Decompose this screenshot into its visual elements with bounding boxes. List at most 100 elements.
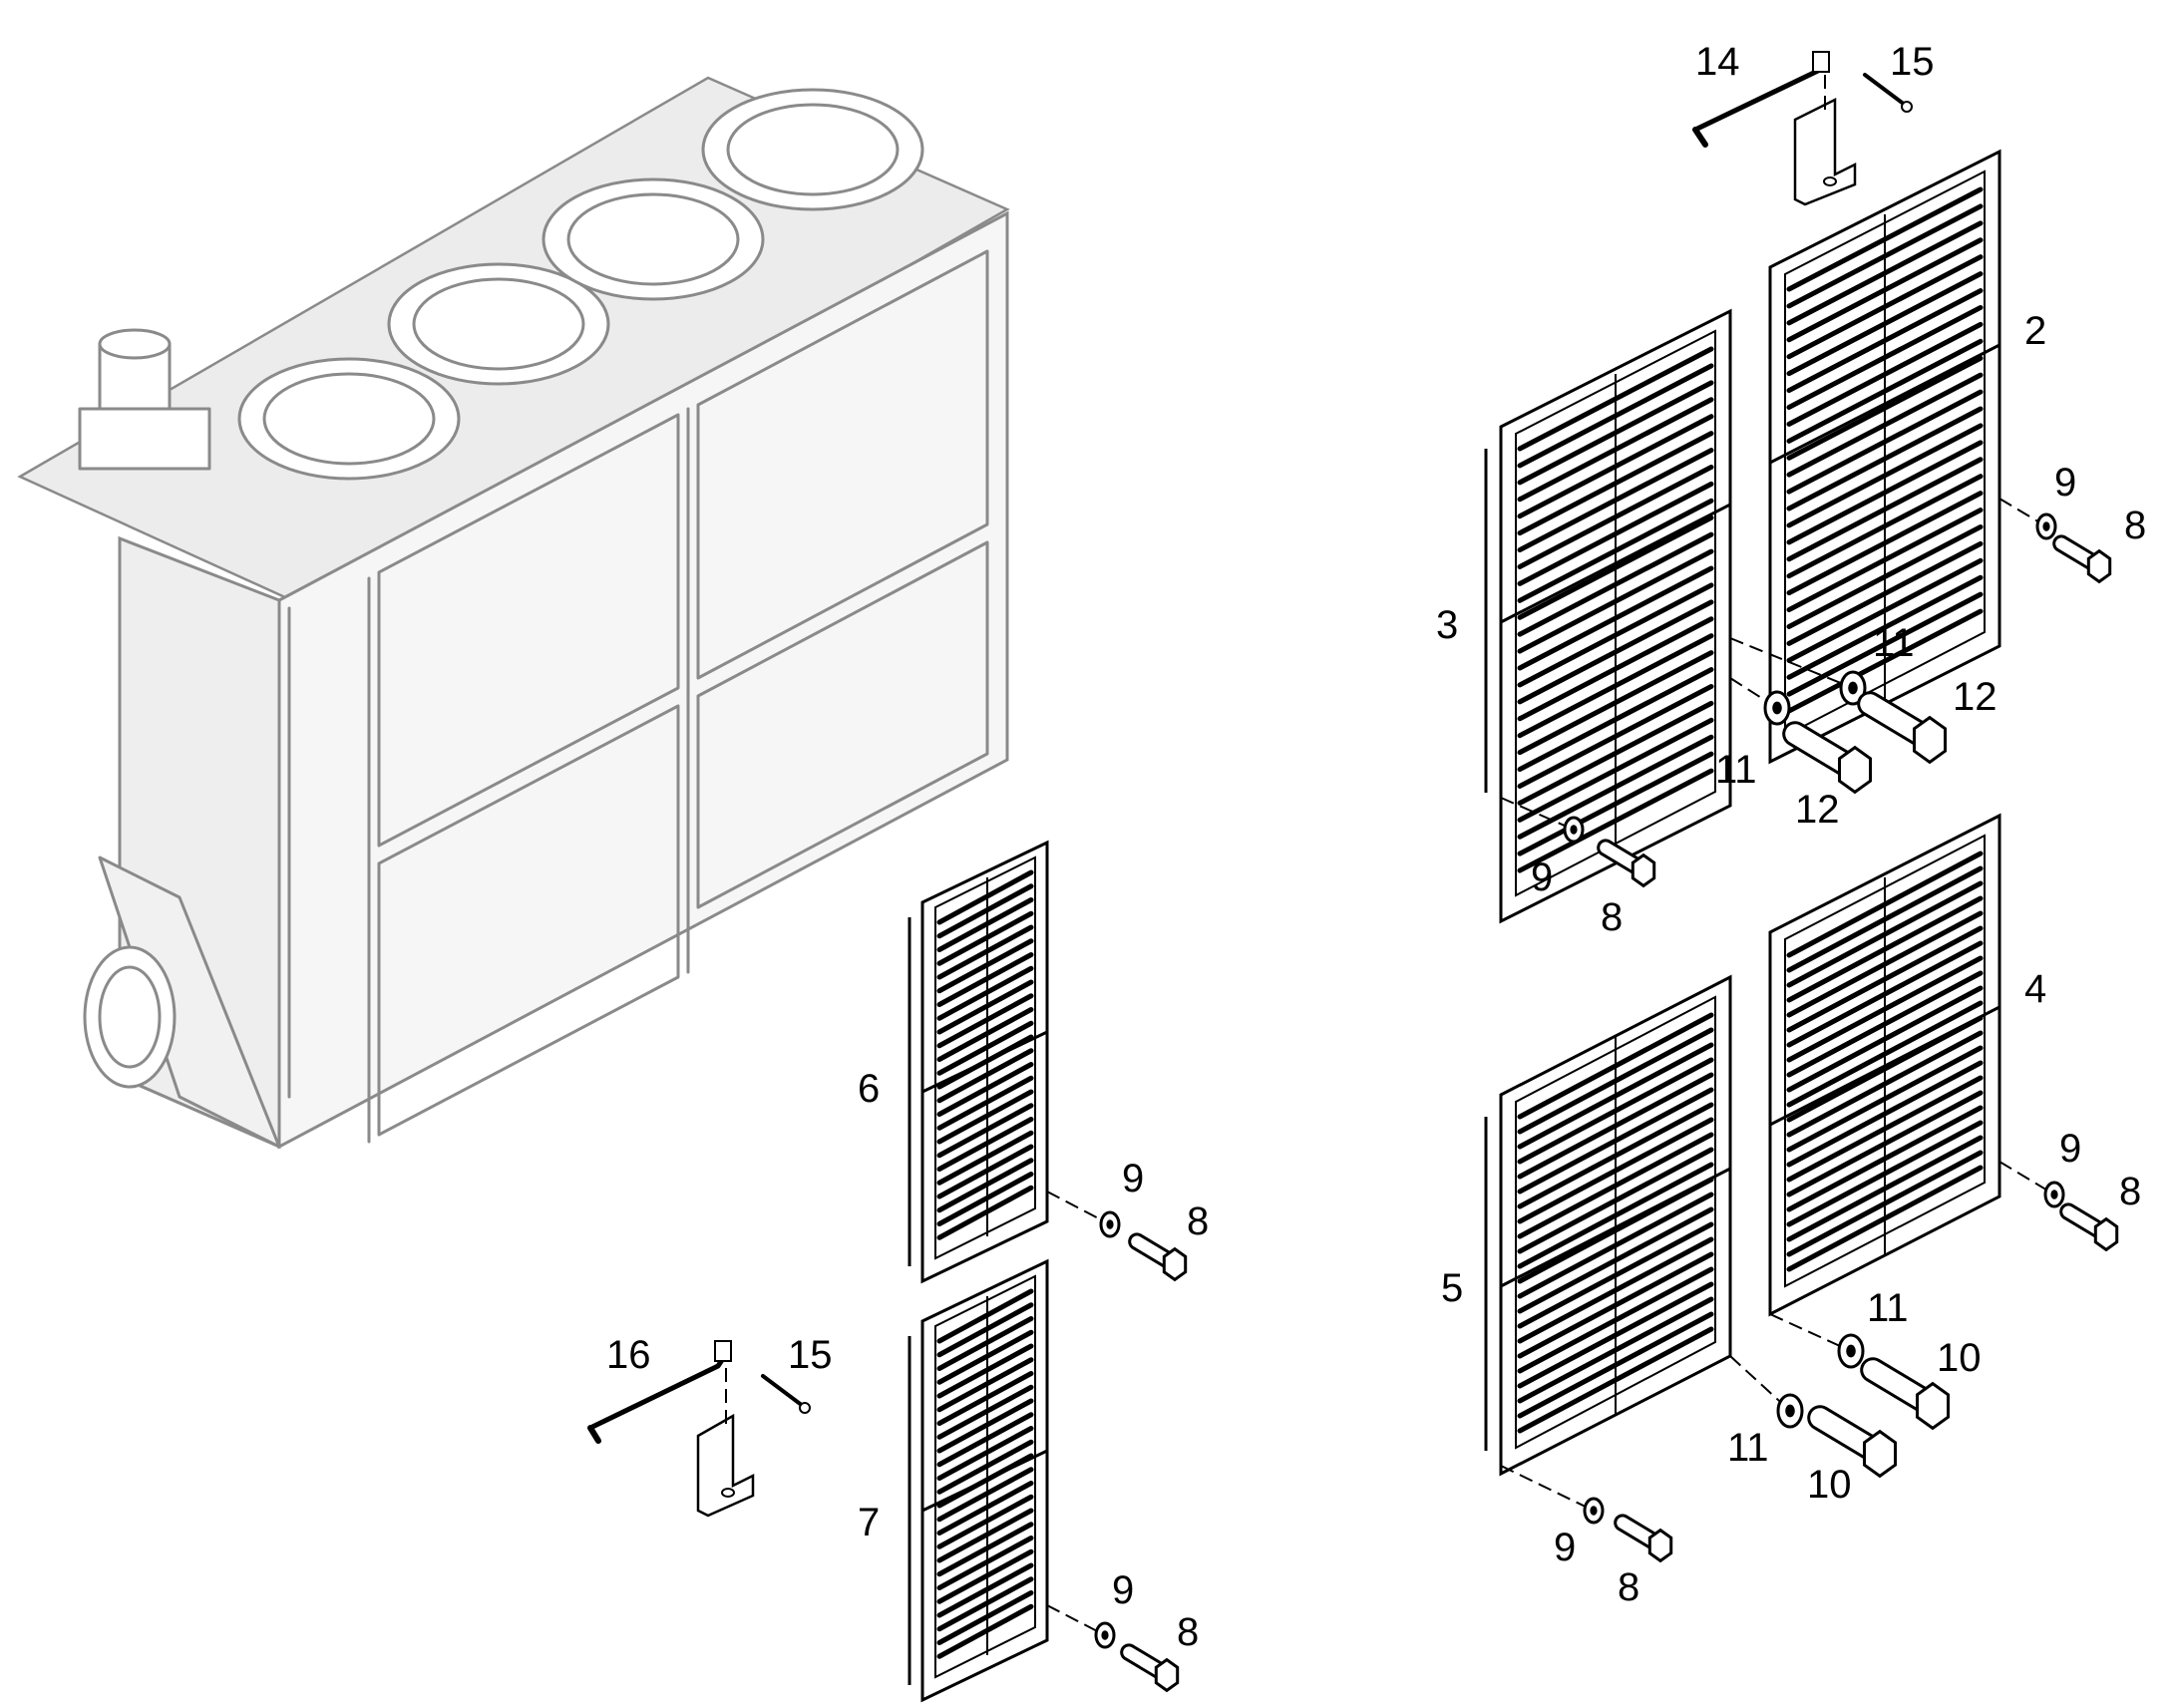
louver-slat: [1786, 1030, 1984, 1138]
louver-slat: [1786, 608, 1984, 714]
louver-slat: [1517, 1206, 1714, 1314]
louver-slat: [1517, 363, 1714, 469]
louver-slat: [1517, 1057, 1714, 1165]
louver-slat: [936, 1130, 1034, 1186]
washer-hole: [1106, 1219, 1114, 1229]
callout-3: 3: [1436, 603, 1458, 647]
louver-slat: [1786, 557, 1984, 663]
louver-slat: [1517, 1296, 1714, 1404]
callout-2: 2: [2024, 309, 2046, 353]
louver-slat: [936, 965, 1034, 1021]
hex-bolt-icon: [1838, 745, 1872, 795]
hex-bolt-icon: [1162, 1246, 1188, 1282]
callout-6: 6: [858, 1067, 880, 1111]
louver-slat: [1786, 491, 1984, 596]
louver-slat: [1786, 1165, 1984, 1272]
louver-slat: [1517, 1221, 1714, 1329]
hex-bolt-icon: [1863, 1429, 1897, 1479]
louver-slat: [936, 993, 1034, 1049]
louver-slat: [936, 1144, 1034, 1199]
louver-slat: [1517, 1102, 1714, 1209]
louver-slat: [1517, 650, 1714, 756]
louver-slat: [1786, 865, 1984, 973]
louver-slat: [936, 1453, 1034, 1509]
louver-slat: [936, 1412, 1034, 1468]
radiator-cooling-unit: [17, 76, 1010, 1150]
callout-14: 14: [1695, 40, 1740, 84]
louver-slat: [936, 1288, 1034, 1344]
washer-hole: [1785, 1404, 1795, 1418]
callout-10: 10: [1807, 1463, 1852, 1507]
callout-8: 8: [1177, 1610, 1199, 1654]
louver-slat: [936, 1384, 1034, 1440]
washer-hole: [2042, 521, 2050, 531]
callout-8: 8: [2124, 504, 2146, 547]
louver-slat: [1786, 1150, 1984, 1257]
louver-slat: [1517, 1311, 1714, 1419]
louver-slat: [936, 1172, 1034, 1226]
louver-slat: [936, 1185, 1034, 1240]
mounting-bracket-lower: [696, 1368, 755, 1518]
louver-slat: [936, 910, 1034, 966]
louver-slat: [1786, 1075, 1984, 1183]
louver-slat: [1786, 389, 1984, 495]
callout-11: 11: [1867, 1286, 1909, 1330]
washer-hole: [1772, 701, 1782, 715]
louver-slat: [1517, 667, 1714, 773]
louver-slat: [1517, 582, 1714, 688]
grille-panel-6: [908, 840, 1049, 1284]
louver-slat: [936, 1103, 1034, 1159]
washer-hole: [1846, 1344, 1856, 1358]
callout-9: 9: [1122, 1157, 1144, 1200]
louver-slat: [936, 1398, 1034, 1454]
louver-slat: [936, 1048, 1034, 1104]
louver-slat: [936, 1034, 1034, 1090]
louver-slat: [1786, 271, 1984, 377]
louver-slat: [1786, 523, 1984, 629]
louver-slat: [1786, 1105, 1984, 1212]
callout-8: 8: [2119, 1170, 2141, 1213]
louver-slat: [1786, 1045, 1984, 1153]
louver-slat: [1786, 851, 1984, 958]
washer-hole: [1590, 1506, 1598, 1516]
louver-slat: [936, 1439, 1034, 1495]
callout-10: 10: [1937, 1336, 1982, 1380]
leader-line: [1500, 797, 1575, 831]
louver-slat: [1517, 700, 1714, 806]
louver-slat: [936, 924, 1034, 980]
louver-slat: [1517, 1027, 1714, 1135]
louver-slat: [936, 1158, 1034, 1213]
louver-slat: [936, 1357, 1034, 1413]
louver-slat: [936, 1371, 1034, 1426]
louver-slat: [1517, 599, 1714, 705]
louver-slat: [1786, 880, 1984, 988]
hex-bolt-icon: [1154, 1657, 1180, 1693]
louver-slat: [936, 1007, 1034, 1062]
louver-slat: [1517, 1087, 1714, 1195]
louver-slat: [1786, 186, 1984, 292]
louver-slat: [1786, 970, 1984, 1078]
callout-7: 7: [858, 1501, 880, 1544]
louver-slat: [1786, 406, 1984, 512]
louver-slat: [1786, 1120, 1984, 1227]
louver-slat: [1517, 1162, 1714, 1269]
louver-slat: [1517, 1147, 1714, 1254]
louver-slat: [1786, 955, 1984, 1063]
louver-slat: [936, 1062, 1034, 1117]
louver-slat: [1786, 574, 1984, 680]
split-pin-15: [1863, 73, 1913, 113]
louver-slat: [1786, 338, 1984, 444]
louver-slat: [936, 1117, 1034, 1172]
louver-slat: [1517, 683, 1714, 789]
louver-slat: [936, 1467, 1034, 1523]
callout-15: 15: [1890, 40, 1935, 84]
louver-slat: [936, 1075, 1034, 1131]
callout-11: 11: [1727, 1426, 1769, 1470]
support-rod-16: [587, 1340, 732, 1444]
louver-slat: [936, 1329, 1034, 1385]
louver-slat: [1517, 633, 1714, 739]
callout-9: 9: [1531, 855, 1553, 899]
louver-slat: [1517, 1251, 1714, 1359]
louver-slat: [1786, 457, 1984, 562]
